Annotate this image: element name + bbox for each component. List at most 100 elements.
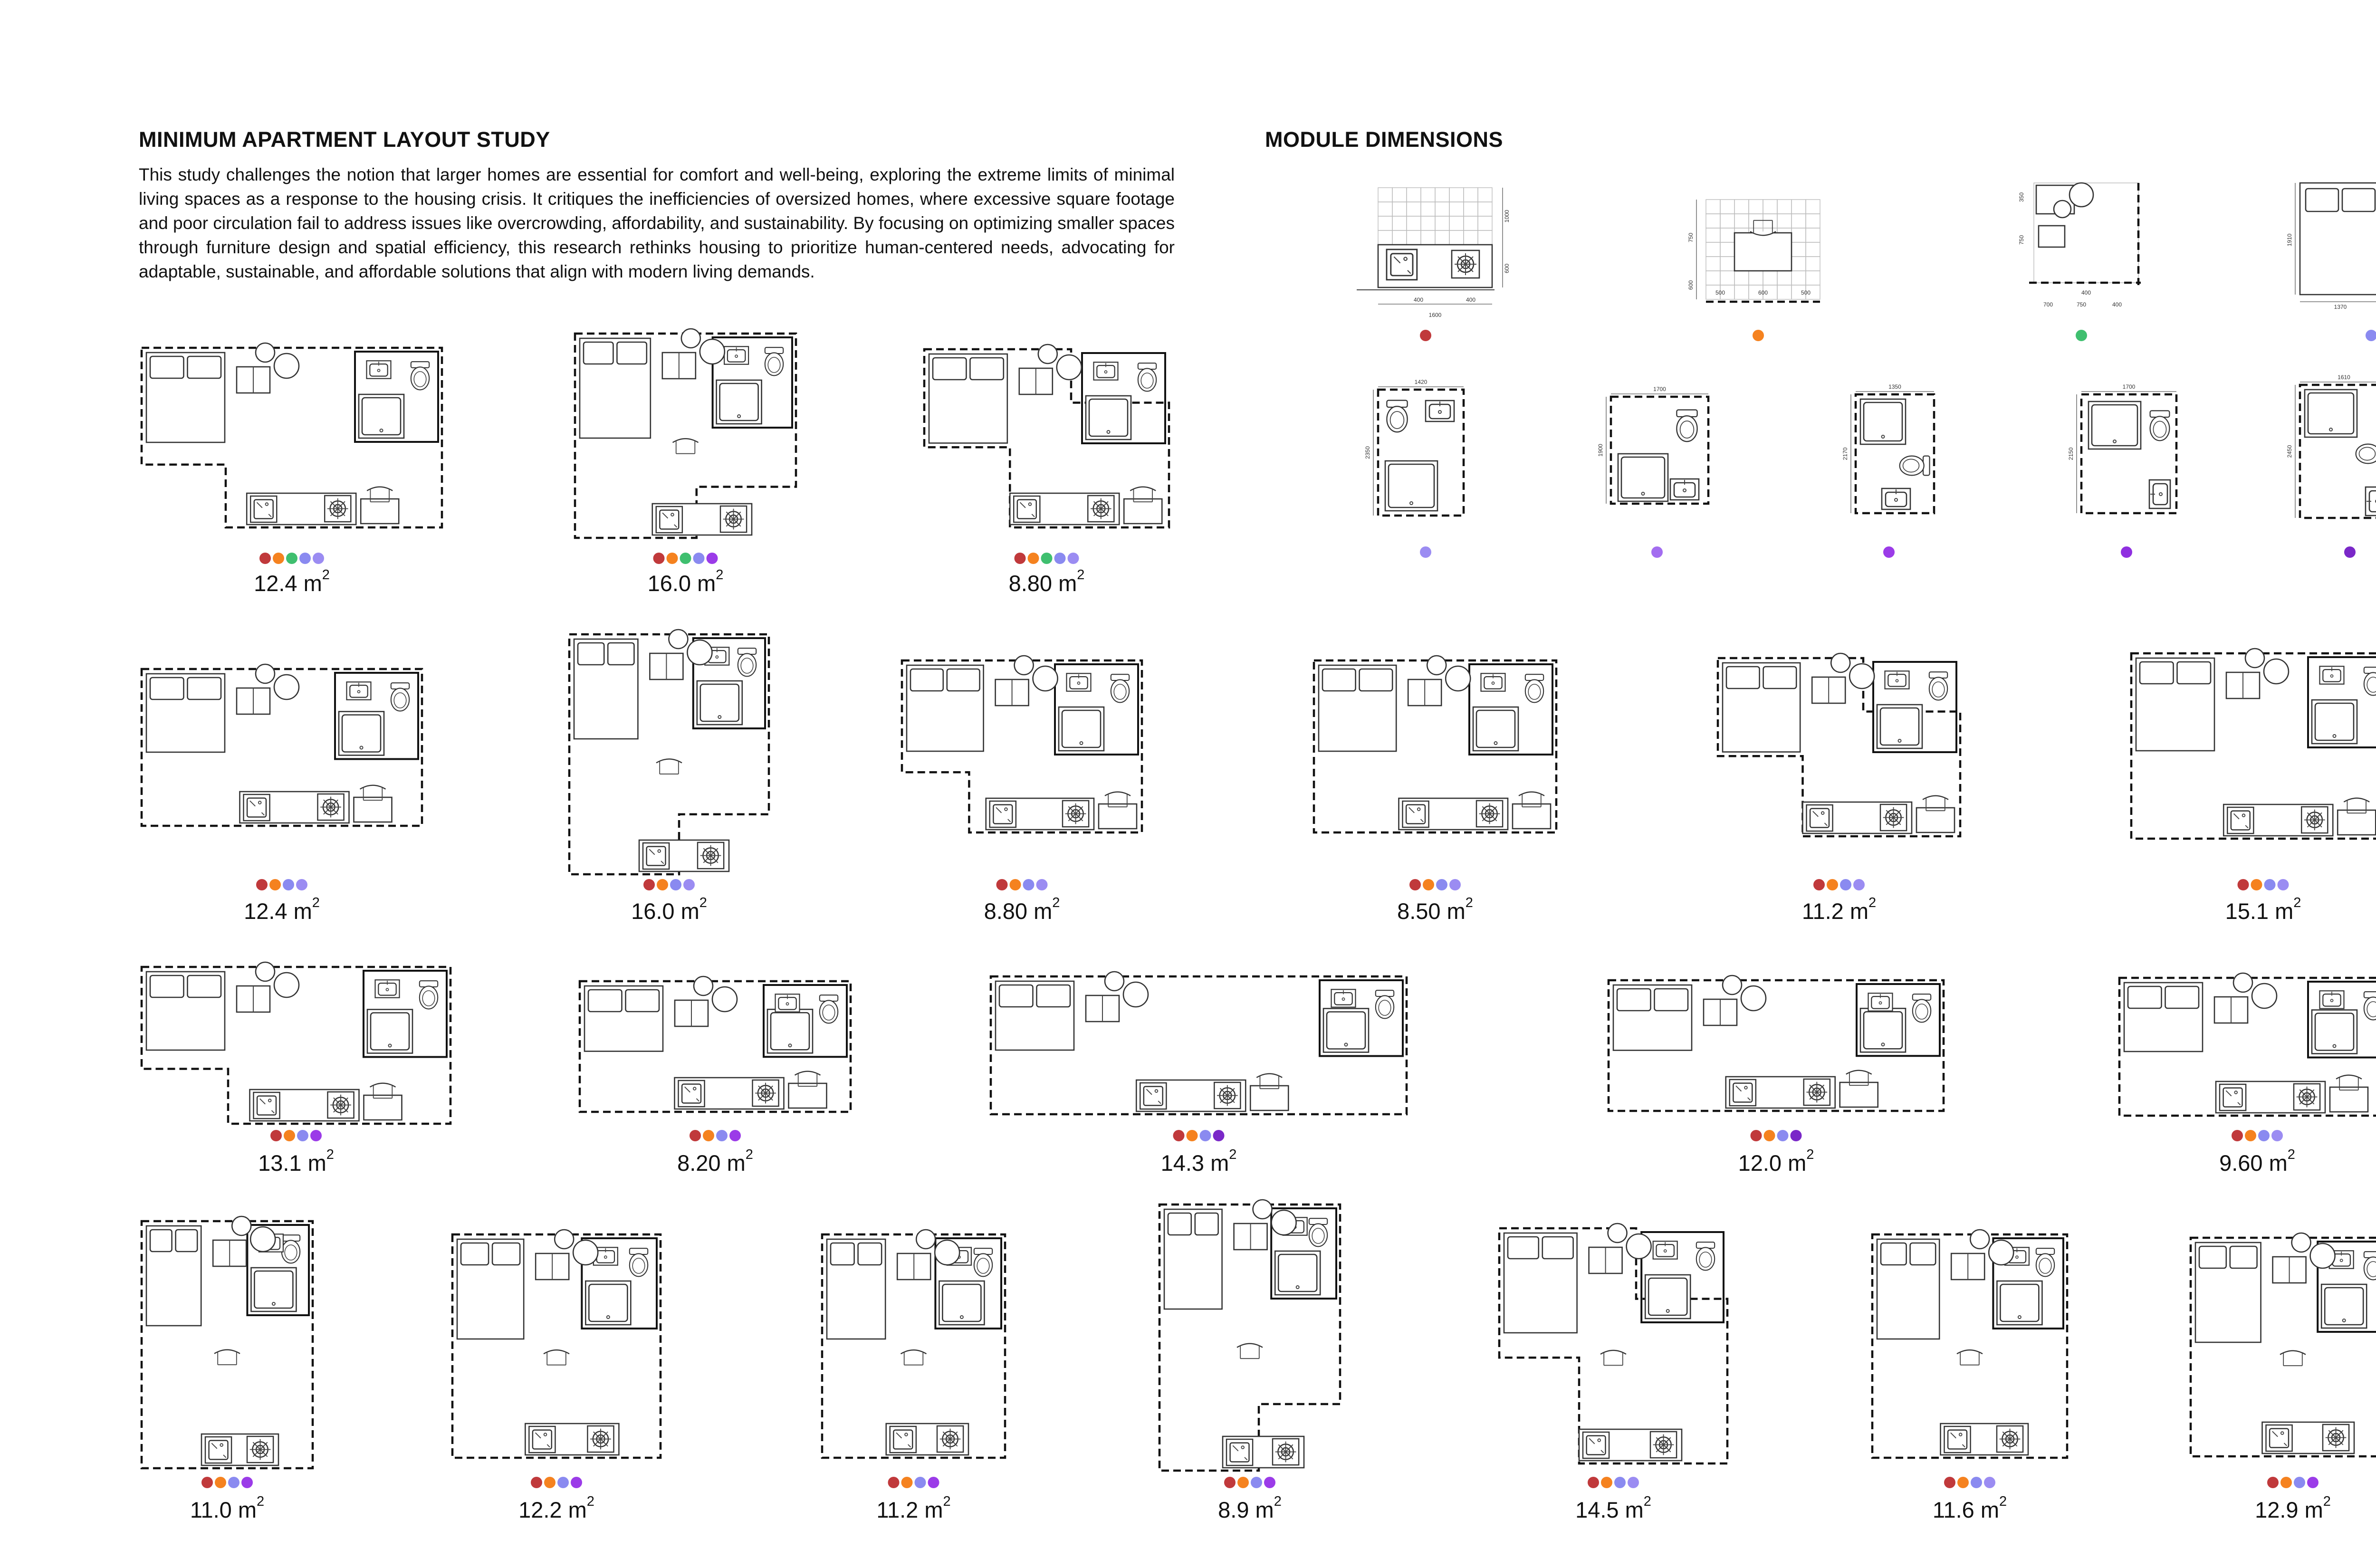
module-dot <box>1027 553 1039 564</box>
bed-icon <box>2139 661 2212 685</box>
bed-icon <box>998 984 1071 1008</box>
area-unit: m <box>727 1150 746 1176</box>
area-value: 12.0 <box>1738 1150 1788 1176</box>
area-value: 12.4 <box>244 899 294 924</box>
area-exponent: 2 <box>943 1494 951 1509</box>
area-label: 12.4 m2 <box>244 896 320 924</box>
module-dot <box>2121 546 2132 558</box>
dimension-label: 600 <box>1758 289 1768 296</box>
desk <box>1916 807 1955 833</box>
dimension-label: 700 <box>2043 301 2053 308</box>
module-dot <box>1753 330 1764 341</box>
dimension-label: 1600 <box>1429 312 1442 318</box>
toilet-icon <box>1696 1242 1715 1271</box>
area-label: 16.0 m2 <box>631 896 707 924</box>
bathroom-wall <box>2307 656 2376 748</box>
dimension-label: 750 <box>2077 301 2086 308</box>
area-value: 11.0 <box>190 1497 238 1522</box>
bathroom-wall <box>334 672 419 760</box>
basin-icon <box>1652 1241 1678 1260</box>
module-dot <box>283 879 294 890</box>
area-label: 9.60 m2 <box>2219 1148 2295 1176</box>
shower-icon <box>338 711 385 756</box>
area-exponent: 2 <box>1229 1147 1237 1162</box>
desk <box>1098 803 1138 830</box>
toilet-icon <box>1899 455 1930 476</box>
area-value: 8.50 <box>1397 899 1447 924</box>
dimension-label: 400 <box>1414 296 1423 303</box>
chair-icon <box>1956 1349 1983 1366</box>
area-unit: m <box>1849 899 1869 924</box>
floor-plan <box>1498 1223 1729 1465</box>
kitchen-sink-icon <box>989 800 1017 828</box>
toilet-icon <box>390 682 410 712</box>
module-dot <box>313 553 324 564</box>
floor-plan <box>1607 975 1945 1112</box>
kitchen-sink-icon <box>1013 495 1041 523</box>
bed-icon <box>1880 1242 1936 1266</box>
floor-plan <box>1871 1229 2069 1459</box>
apartment-outline <box>923 348 1170 529</box>
apartment-outline <box>1871 1233 2069 1459</box>
area-value: 12.2 <box>518 1497 568 1522</box>
area-unit: m <box>1447 899 1466 924</box>
module-dot <box>1628 1477 1639 1488</box>
area-value: 16.0 <box>647 571 698 596</box>
floor-plan <box>140 961 452 1125</box>
bathroom-wall <box>354 351 439 443</box>
module-dot <box>666 553 678 564</box>
module-dot <box>1036 879 1048 890</box>
area-exponent: 2 <box>1868 895 1877 910</box>
floor-plan <box>140 663 423 827</box>
dimension-label: 400 <box>2081 289 2091 296</box>
dimension-label: 1370 <box>2334 304 2347 310</box>
shower-icon <box>2320 1283 2367 1329</box>
dimension-label: 2150 <box>2068 447 2074 460</box>
bathroom-wall <box>692 637 766 729</box>
module-dot <box>1984 1477 1995 1488</box>
basin-icon <box>1881 488 1911 510</box>
area-exponent: 2 <box>1052 895 1060 910</box>
bed-icon <box>149 1229 198 1252</box>
kitchen-sink-icon <box>243 794 270 822</box>
basin-icon <box>374 979 400 998</box>
area-value: 8.20 <box>677 1150 727 1176</box>
chair-icon <box>359 784 386 801</box>
bathroom-wall <box>2317 1241 2376 1333</box>
bathroom-wall <box>581 1237 658 1329</box>
apartment-outline <box>568 633 770 876</box>
kitchen-sink-icon <box>678 1080 705 1108</box>
layout-module-dots <box>1173 1130 1225 1141</box>
area-unit: m <box>1034 899 1053 924</box>
apartment-outline <box>451 1233 662 1459</box>
stove-icon <box>1214 1081 1241 1109</box>
toilet-icon <box>973 1248 993 1277</box>
stove-icon <box>2322 1424 2350 1452</box>
area-unit: m <box>1255 1497 1274 1522</box>
stove-icon <box>1803 1078 1831 1106</box>
shower-icon <box>1617 453 1669 502</box>
chair-icon <box>1236 1343 1263 1359</box>
dimension-label: 1900 <box>1597 444 1604 457</box>
module-dot <box>259 553 271 564</box>
module-dot <box>1957 1477 1969 1488</box>
layout-module-dots <box>996 879 1048 890</box>
basin-icon <box>366 360 392 379</box>
stove-icon <box>1087 495 1115 523</box>
module-dot <box>1054 553 1066 564</box>
apartment-outline <box>2189 1236 2376 1458</box>
chair-icon <box>1846 1070 1872 1086</box>
area-value: 16.0 <box>631 899 681 924</box>
kitchen-sink-icon <box>1226 1438 1254 1466</box>
chair-icon <box>543 1349 570 1366</box>
area-exponent: 2 <box>586 1494 594 1509</box>
basin-icon <box>1331 989 1356 1008</box>
desk <box>360 498 400 525</box>
area-value: 8.80 <box>984 899 1034 924</box>
toilet-icon <box>2363 1251 2376 1281</box>
area-exponent: 2 <box>1274 1494 1282 1509</box>
stove-icon <box>1451 249 1480 279</box>
module-dot <box>1251 1477 1262 1488</box>
dresser-icon <box>535 1229 599 1281</box>
